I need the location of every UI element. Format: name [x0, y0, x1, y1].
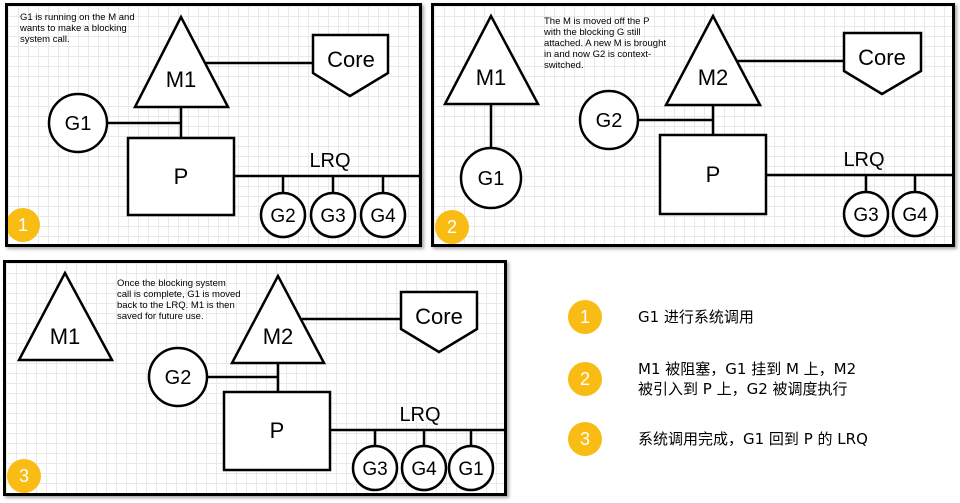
legend-badge: 2	[568, 362, 602, 396]
queue-goroutine-label: G3	[853, 205, 878, 226]
detached-machine-label: M1	[476, 65, 507, 90]
legend-badge: 3	[568, 422, 602, 456]
processor-label: P	[706, 162, 721, 187]
processor-label: P	[270, 418, 285, 443]
queue-goroutine-circle	[400, 444, 448, 492]
goroutine-label: G2	[596, 110, 623, 132]
queue-goroutine-label: G3	[320, 206, 345, 227]
step-badge: 1	[8, 208, 40, 242]
panel-step-2: The M is moved off the P with the blocki…	[431, 3, 955, 247]
machine-label: M2	[698, 65, 729, 90]
lrq-label: LRQ	[399, 404, 440, 426]
queue-goroutine-label: G3	[362, 459, 387, 480]
panel-note: G1 is running on the M and wants to make…	[20, 12, 135, 45]
step-badge: 3	[7, 459, 41, 493]
goroutine-circle	[47, 92, 109, 154]
panel-step-1: G1 is running on the M and wants to make…	[5, 3, 422, 247]
blocked-goroutine-label: G1	[478, 168, 505, 190]
diagram-step-3: M1 M2 Core G2 P LRQ G3 G4 G1	[16, 270, 504, 492]
panel-note: The M is moved off the P with the blocki…	[544, 16, 666, 71]
processor-box	[222, 390, 332, 472]
processor-box	[126, 136, 236, 217]
goroutine-label: G2	[165, 367, 192, 389]
legend-text: M1 被阻塞，G1 挂到 M 上，M2 被引入到 P 上，G2 被调度执行	[638, 360, 857, 398]
queue-goroutine-label: G2	[270, 206, 295, 227]
queue-goroutine-circle	[842, 190, 890, 238]
legend-badge: 1	[568, 300, 602, 334]
queue-goroutine-circle	[891, 190, 939, 238]
queue-goroutine-circle	[351, 444, 399, 492]
lrq-queue: G3 G4 G1	[351, 430, 495, 492]
queue-goroutine-circle	[309, 191, 357, 239]
machine-label: M1	[166, 67, 197, 92]
queue-goroutine-circle	[259, 191, 307, 239]
queue-goroutine-label: G4	[411, 459, 437, 480]
legend-text: G1 进行系统调用	[638, 308, 754, 326]
queue-goroutine-label: G1	[458, 459, 483, 480]
detached-machine-triangle	[442, 13, 541, 106]
lrq-queue: G2 G3 G4	[259, 176, 407, 239]
processor-box	[658, 133, 768, 216]
goroutine-label: G1	[65, 113, 92, 135]
core-label: Core	[415, 304, 463, 329]
core-shape	[311, 33, 390, 98]
core-shape	[842, 31, 923, 96]
idle-machine-label: M1	[50, 324, 81, 349]
diagram-step-2: M1 G1 M2 Core G2 P LRQ G3 G4	[442, 13, 952, 238]
diagram-step-1: M1 Core G1 P LRQ G2 G3 G4	[47, 14, 419, 239]
lrq-label: LRQ	[309, 150, 350, 172]
queue-goroutine-label: G4	[370, 206, 396, 227]
core-shape	[399, 290, 479, 354]
queue-goroutine-label: G4	[902, 205, 928, 226]
machine-label: M2	[263, 324, 294, 349]
lrq-label: LRQ	[843, 149, 884, 171]
core-label: Core	[858, 45, 906, 70]
blocked-goroutine-circle	[459, 146, 523, 210]
processor-label: P	[174, 164, 189, 189]
queue-goroutine-circle	[359, 191, 407, 239]
panel-step-3: Once the blocking system call is complet…	[3, 260, 507, 496]
lrq-queue: G3 G4	[842, 175, 939, 238]
queue-goroutine-circle	[447, 444, 495, 492]
goroutine-circle	[147, 346, 209, 408]
step-badge: 2	[435, 210, 469, 244]
idle-machine-triangle	[16, 270, 115, 362]
legend-text: 系统调用完成，G1 回到 P 的 LRQ	[638, 430, 868, 448]
core-label: Core	[327, 47, 375, 72]
goroutine-circle	[578, 89, 640, 151]
panel-note: Once the blocking system call is complet…	[117, 278, 241, 322]
